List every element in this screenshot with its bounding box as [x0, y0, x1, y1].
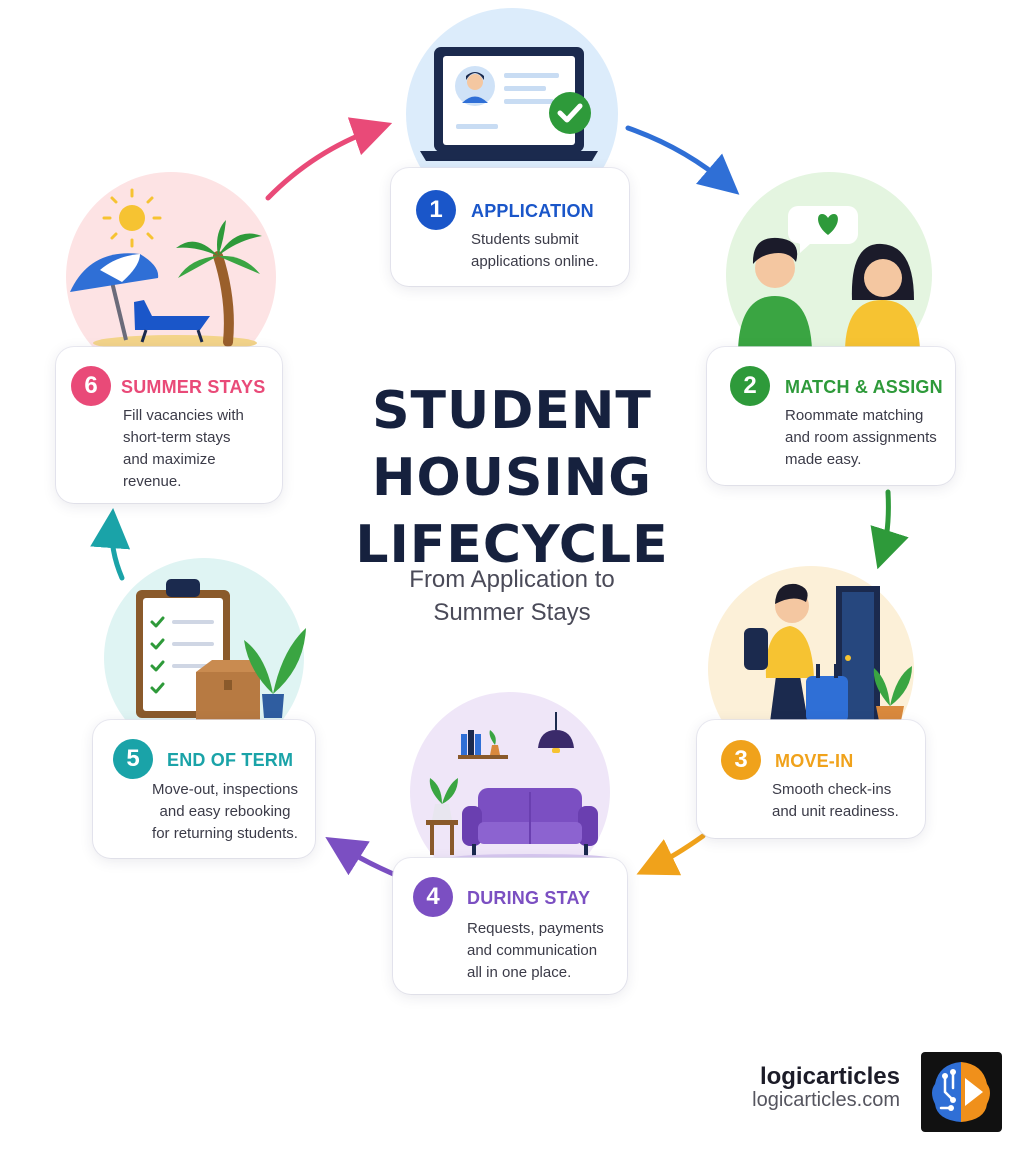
brand-logo-icon	[921, 1052, 1002, 1132]
step-description-line: Move-out, inspections	[152, 781, 298, 798]
checklist-box-icon	[136, 579, 306, 722]
beach-icon	[70, 188, 262, 351]
step-number-badge: 4	[413, 877, 453, 917]
step-description-line: Roommate matching	[785, 407, 924, 424]
step-description-line: Students submit	[471, 231, 579, 248]
step-description-line: Smooth check-ins	[772, 781, 892, 798]
step-number-badge: 3	[721, 740, 761, 780]
step-description: Move-out, inspections and easy rebooking…	[143, 779, 307, 845]
step-description-line: revenue.	[123, 473, 182, 490]
step-description-line: Requests, payments	[467, 920, 604, 937]
arrow-1-to-2	[625, 125, 740, 195]
step-title: APPLICATION	[471, 201, 594, 221]
diagram-title: STUDENT HOUSING LIFECYCLE	[320, 378, 704, 579]
move-in-icon	[744, 583, 912, 726]
arrow-5-to-6	[90, 508, 131, 581]
step-title: MOVE-IN	[775, 751, 854, 771]
step-description: Students submit applications online.	[471, 229, 599, 273]
step-description-line: all in one place.	[467, 964, 572, 981]
roommates-icon	[738, 206, 920, 350]
arrow-3-to-4	[636, 833, 706, 876]
step-description-line: short-term stays	[123, 429, 231, 446]
living-room-icon	[426, 712, 610, 862]
brand-name: logicarticles	[759, 1063, 900, 1090]
step-title: DURING STAY	[467, 888, 591, 908]
step-number-badge: 2	[730, 366, 770, 406]
step-description-line: made easy.	[785, 451, 862, 468]
brand-url[interactable]: logicarticles.com	[752, 1089, 900, 1111]
title-line: STUDENT	[372, 381, 652, 441]
laptop-application-icon	[420, 47, 598, 161]
step-title: MATCH & ASSIGN	[785, 377, 943, 397]
subtitle-line: From Application to	[409, 566, 615, 593]
step-description: Smooth check-ins and unit readiness.	[772, 779, 899, 823]
step-description-line: and room assignments	[785, 429, 937, 446]
step-description-line: for returning students.	[152, 825, 298, 842]
subtitle-line: Summer Stays	[433, 599, 591, 626]
title-line: HOUSING	[372, 448, 652, 508]
step-description: Roommate matching and room assignments m…	[785, 405, 937, 471]
step-number-badge: 6	[71, 366, 111, 406]
step-description-line: and maximize	[123, 451, 216, 468]
arrow-6-to-1	[265, 117, 393, 201]
step-description-line: Fill vacancies with	[123, 407, 244, 424]
step-number-badge: 1	[416, 190, 456, 230]
step-description-line: applications online.	[471, 253, 599, 270]
step-description: Requests, payments and communication all…	[467, 918, 604, 984]
step-title: SUMMER STAYS	[121, 377, 266, 397]
title-line: LIFECYCLE	[355, 515, 669, 575]
step-description: Fill vacancies with short-term stays and…	[123, 405, 244, 493]
step-title: END OF TERM	[167, 750, 294, 770]
step-description-line: and communication	[467, 942, 598, 959]
diagram-subtitle: From Application to Summer Stays	[340, 563, 684, 629]
arrow-2-to-3	[870, 489, 909, 570]
arrow-4-to-5	[325, 837, 401, 879]
step-description-line: and easy rebooking	[159, 803, 291, 820]
step-number-badge: 5	[113, 739, 153, 779]
step-description-line: and unit readiness.	[772, 803, 899, 820]
